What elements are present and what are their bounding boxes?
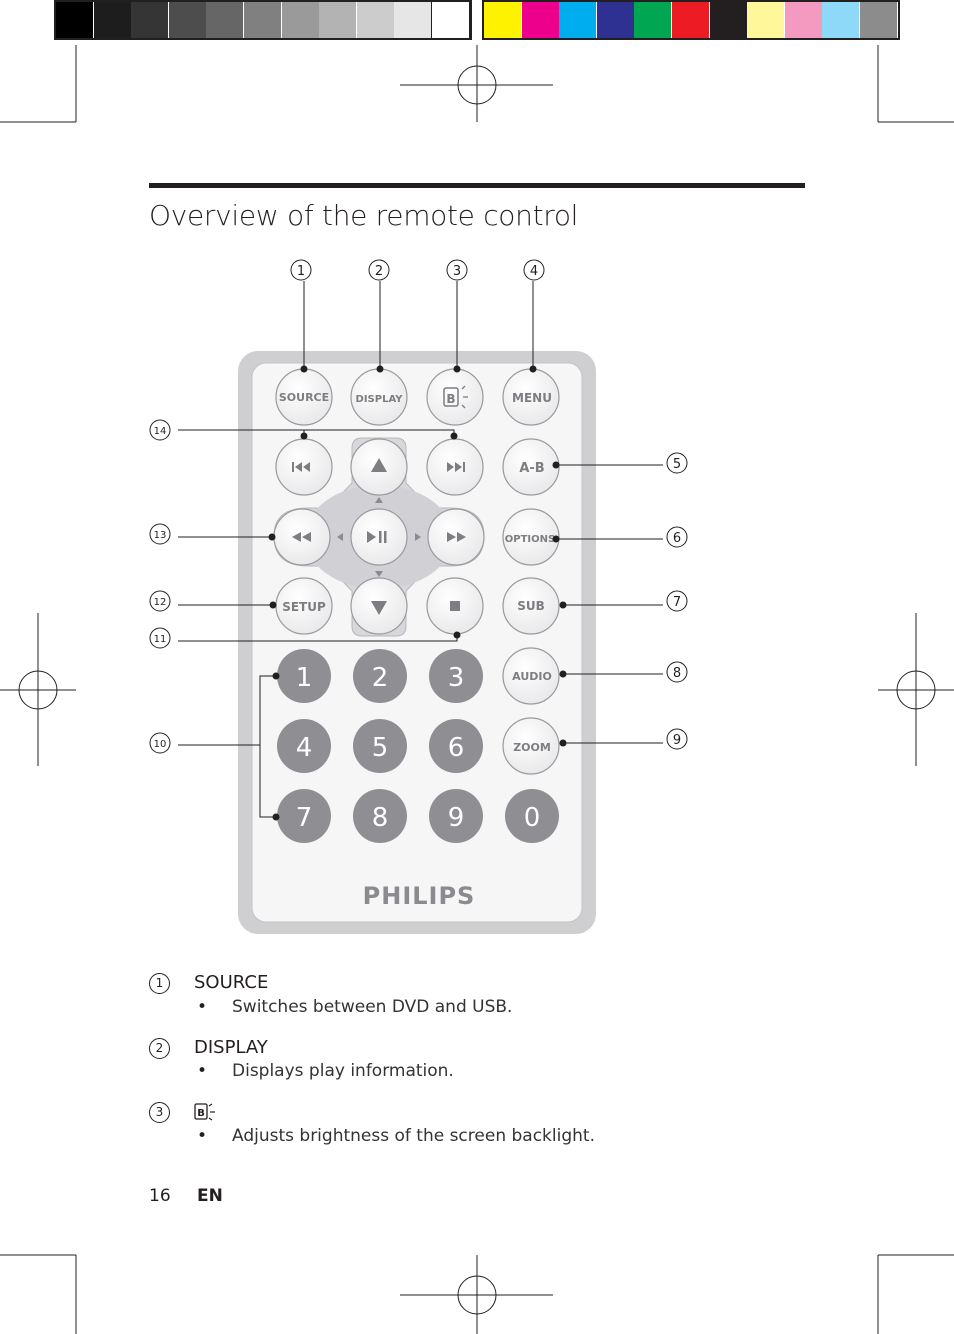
ab-label: A-B bbox=[519, 461, 544, 476]
gray-swatch-3 bbox=[131, 2, 169, 38]
gray-swatch-7 bbox=[281, 2, 319, 38]
gray-swatch-2 bbox=[93, 2, 131, 38]
digit-0-label: 0 bbox=[524, 803, 541, 833]
process-swatch-9 bbox=[784, 2, 822, 38]
audio-button bbox=[502, 647, 560, 705]
source-label: SOURCE bbox=[279, 391, 329, 404]
language-code: EN bbox=[197, 1186, 223, 1206]
svg-text:B: B bbox=[197, 1108, 205, 1119]
gray-swatch-10 bbox=[394, 2, 432, 38]
gray-swatch-11 bbox=[431, 1, 470, 39]
callout-7: 7 bbox=[673, 595, 681, 610]
callout-5: 5 bbox=[673, 457, 681, 472]
gray-swatch-9 bbox=[356, 2, 394, 38]
item-2-description: Displays play information. bbox=[232, 1061, 454, 1081]
callout-6: 6 bbox=[673, 531, 681, 546]
bullet: • bbox=[197, 1061, 208, 1081]
gray-bar-frame bbox=[54, 0, 472, 40]
digit-6-label: 6 bbox=[448, 733, 465, 763]
callout-2: 2 bbox=[375, 264, 383, 279]
digit-2-label: 2 bbox=[372, 663, 389, 693]
callout-10: 10 bbox=[154, 739, 167, 750]
item-1-title: SOURCE bbox=[194, 972, 269, 993]
brand-logo: PHILIPS bbox=[363, 882, 476, 910]
options-button bbox=[502, 508, 560, 566]
process-swatch-5 bbox=[634, 2, 672, 38]
item-3-number: 3 bbox=[149, 1102, 170, 1123]
play-pause-icon bbox=[367, 531, 387, 543]
callout-1: 1 bbox=[297, 264, 305, 279]
digit-4-label: 4 bbox=[296, 733, 313, 763]
callout-8: 8 bbox=[673, 666, 681, 681]
process-swatch-3 bbox=[559, 2, 597, 38]
item-2-number: 2 bbox=[149, 1038, 170, 1059]
process-swatch-8 bbox=[747, 2, 785, 38]
zoom-label: ZOOM bbox=[513, 741, 551, 754]
display-label: DISPLAY bbox=[356, 394, 404, 405]
digit-5-label: 5 bbox=[372, 733, 389, 763]
gray-swatch-1 bbox=[56, 2, 93, 38]
callout-9: 9 bbox=[673, 733, 681, 748]
gray-swatch-8 bbox=[319, 2, 357, 38]
next-icon bbox=[447, 462, 465, 472]
digit-7-label: 7 bbox=[296, 803, 313, 833]
gray-swatch-4 bbox=[168, 2, 206, 38]
callout-3: 3 bbox=[453, 264, 461, 279]
bullet: • bbox=[197, 997, 208, 1017]
gray-swatch-6 bbox=[244, 2, 281, 38]
process-swatch-2 bbox=[521, 2, 559, 38]
callout-4: 4 bbox=[530, 264, 538, 279]
up-arrow-icon bbox=[371, 458, 387, 472]
item-3-description: Adjusts brightness of the screen backlig… bbox=[232, 1126, 595, 1146]
digit-8-label: 8 bbox=[372, 803, 389, 833]
brightness-icon: B bbox=[443, 385, 468, 409]
callout-leaders bbox=[178, 281, 663, 818]
brightness-icon: B bbox=[194, 1103, 215, 1121]
process-swatch-11 bbox=[860, 2, 897, 38]
options-label: OPTIONS bbox=[505, 534, 555, 545]
digit-9-label: 9 bbox=[448, 803, 465, 833]
sub-button bbox=[502, 577, 560, 635]
fast-forward-icon bbox=[447, 532, 466, 542]
item-2-title: DISPLAY bbox=[194, 1037, 268, 1058]
callout-11: 11 bbox=[154, 634, 167, 645]
callout-14: 14 bbox=[154, 426, 167, 437]
menu-label: MENU bbox=[512, 391, 552, 405]
sub-label: SUB bbox=[517, 599, 545, 613]
ab-button bbox=[502, 438, 560, 496]
process-swatch-4 bbox=[596, 2, 634, 38]
gray-swatch-5 bbox=[206, 2, 244, 38]
item-1-description: Switches between DVD and USB. bbox=[232, 997, 513, 1017]
digit-1-label: 1 bbox=[296, 663, 313, 693]
svg-text:B: B bbox=[446, 392, 455, 406]
callout-12: 12 bbox=[154, 597, 167, 608]
page-title: Overview of the remote control bbox=[149, 199, 579, 232]
process-swatch-6 bbox=[672, 2, 709, 38]
audio-label: AUDIO bbox=[512, 670, 552, 683]
process-swatch-7 bbox=[709, 2, 747, 38]
process-swatch-1 bbox=[484, 2, 521, 38]
stop-icon bbox=[450, 601, 460, 611]
bullet: • bbox=[197, 1126, 208, 1146]
item-1-number: 1 bbox=[149, 973, 170, 994]
title-rule bbox=[149, 183, 805, 188]
zoom-button bbox=[502, 717, 560, 775]
callout-13: 13 bbox=[154, 530, 167, 541]
page-number: 16 bbox=[149, 1186, 171, 1206]
down-arrow-icon bbox=[371, 601, 387, 615]
rewind-icon bbox=[292, 532, 311, 542]
process-bar-frame bbox=[482, 0, 900, 40]
digit-3-label: 3 bbox=[448, 663, 465, 693]
process-swatch-10 bbox=[822, 2, 860, 38]
previous-icon bbox=[292, 462, 310, 472]
setup-label: SETUP bbox=[282, 600, 326, 614]
